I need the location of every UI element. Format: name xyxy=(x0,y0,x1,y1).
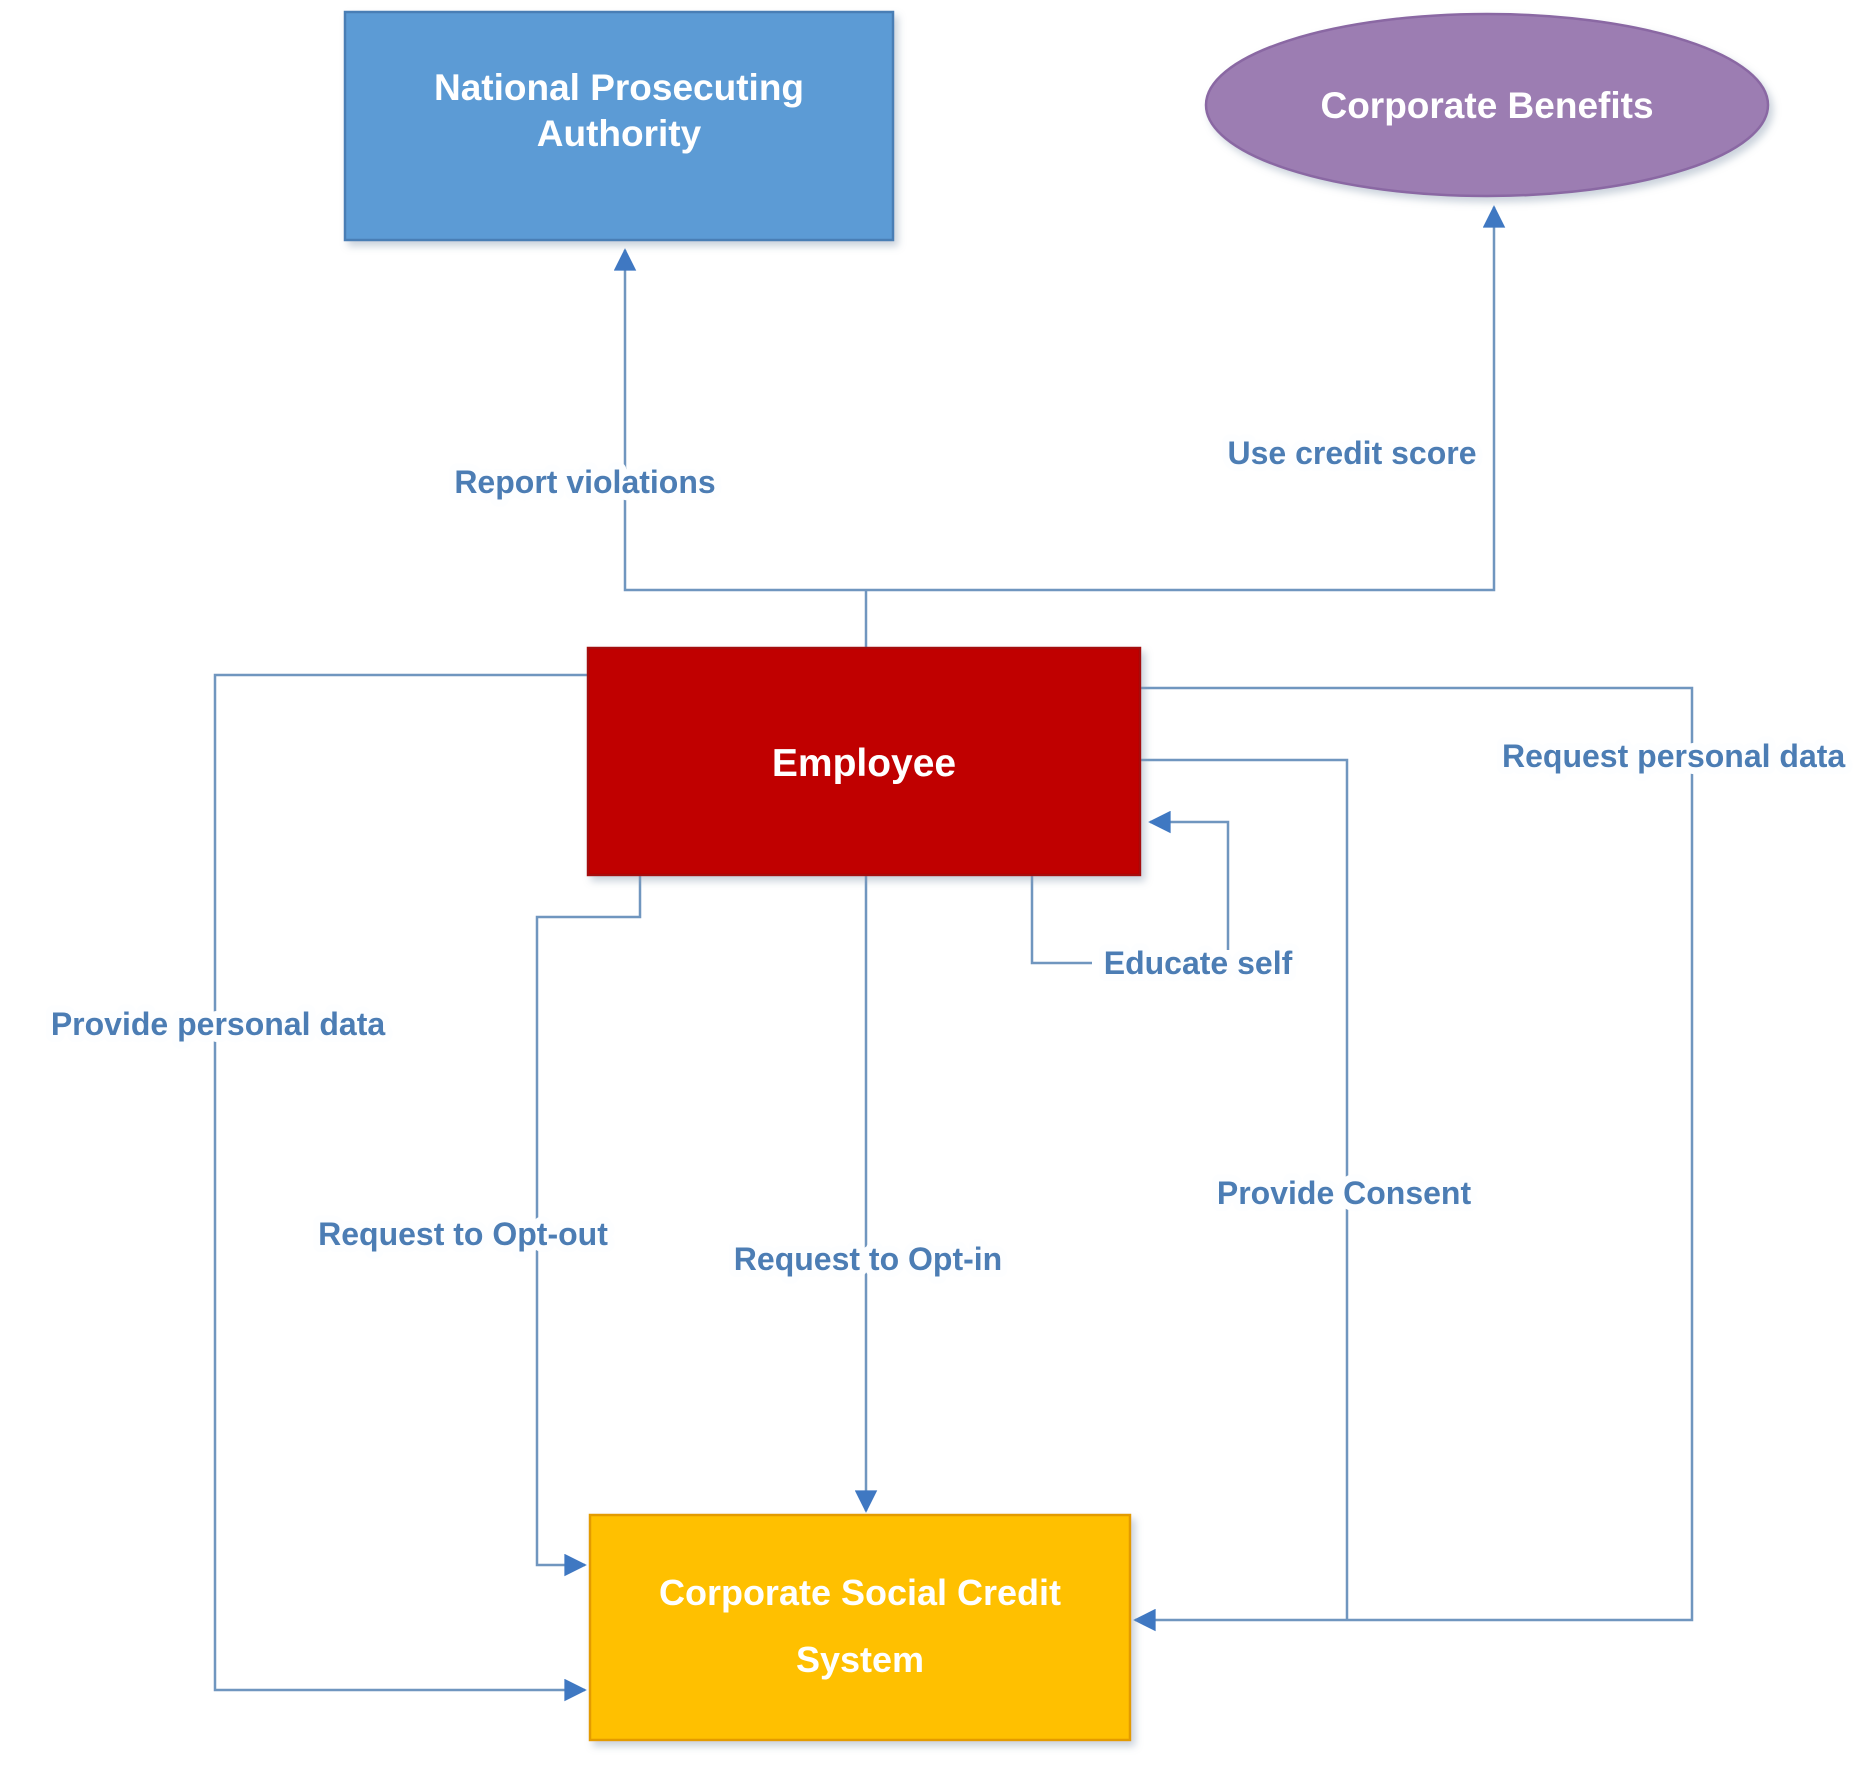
provide-consent-connector xyxy=(1140,758,1349,1620)
report-violations-label: Report violations xyxy=(454,464,715,500)
request-personal-data-connector xyxy=(1133,686,1694,1632)
corporate-benefits-label: Corporate Benefits xyxy=(1320,85,1653,126)
national-prosecuting-authority-label-line2: Authority xyxy=(537,113,702,154)
national-prosecuting-authority-box xyxy=(343,10,895,242)
corporate-benefits-ellipse xyxy=(1204,12,1770,198)
request-personal-data-label: Request personal data xyxy=(1502,738,1845,774)
employee-box xyxy=(586,646,1142,877)
request-opt-out-connector xyxy=(535,875,642,1577)
national-prosecuting-authority-label-line1: National Prosecuting xyxy=(434,67,804,108)
provide-consent-label: Provide Consent xyxy=(1217,1175,1472,1211)
node-corporate-social-credit-system: Corporate Social Credit System xyxy=(588,1513,1132,1742)
employee-label: Employee xyxy=(772,742,956,785)
node-corporate-benefits: Corporate Benefits xyxy=(1204,12,1770,198)
educate-self-label: Educate self xyxy=(1104,945,1293,981)
edge-labels: Report violations Use credit score Educa… xyxy=(44,428,1853,1284)
node-national-prosecuting-authority: National Prosecuting Authority xyxy=(343,10,895,242)
request-to-opt-out-label: Request to Opt-out xyxy=(318,1216,608,1252)
node-employee: Employee xyxy=(586,646,1142,877)
use-credit-score-label: Use credit score xyxy=(1227,435,1476,471)
use-credit-score-connector xyxy=(866,205,1506,592)
educate-self-in-connector xyxy=(1148,810,1230,950)
provide-personal-data-connector xyxy=(213,673,588,1702)
corporate-social-credit-system-label-line1: Corporate Social Credit xyxy=(659,1572,1061,1613)
connectors xyxy=(213,205,1694,1702)
request-to-opt-in-label: Request to Opt-in xyxy=(734,1241,1002,1277)
provide-personal-data-label: Provide personal data xyxy=(51,1006,386,1042)
corporate-social-credit-system-box xyxy=(588,1513,1132,1742)
educate-self-out-connector xyxy=(1030,875,1092,965)
corporate-social-credit-system-label-line2: System xyxy=(796,1639,924,1680)
report-violations-connector xyxy=(613,248,866,592)
